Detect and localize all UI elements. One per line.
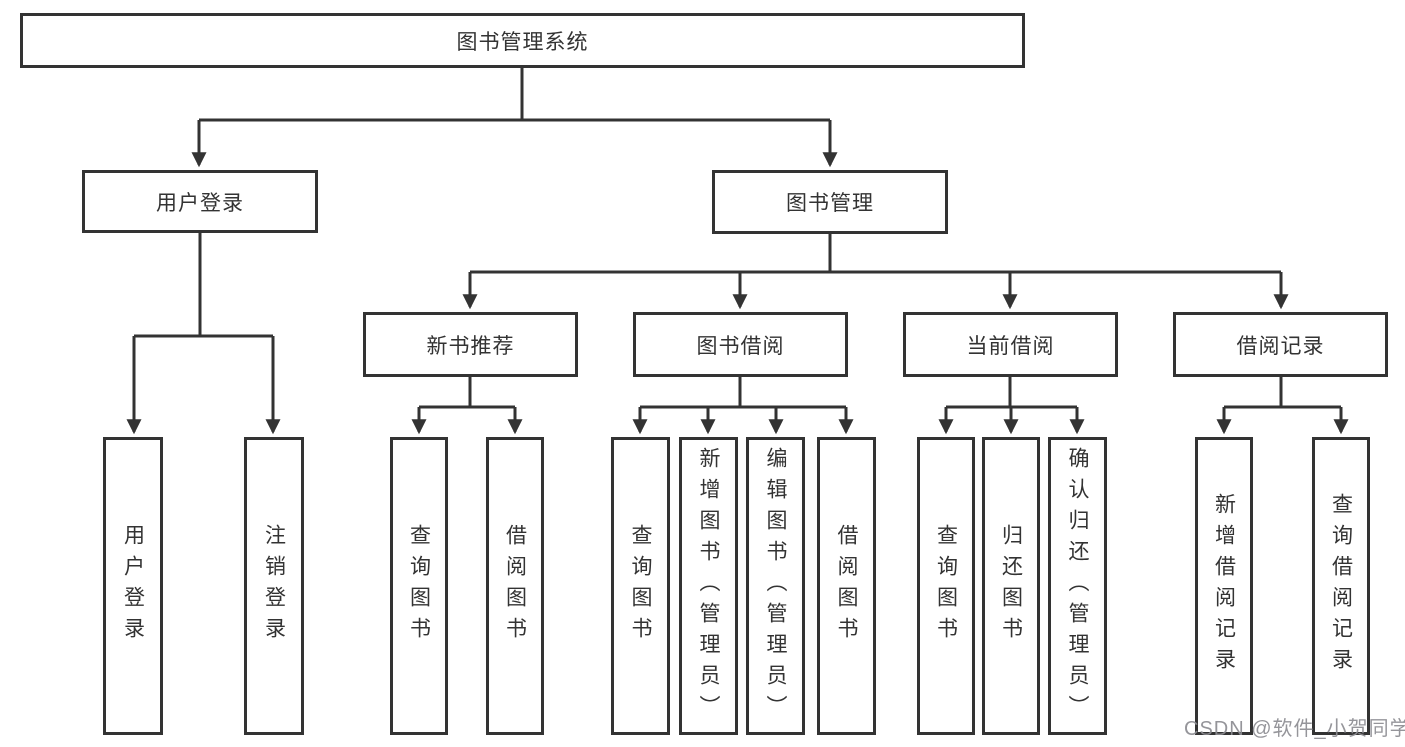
leaf-query-books-borrow: 查询图书 bbox=[611, 437, 670, 735]
leaf-confirm-return-admin: 确认归还（管理员） bbox=[1048, 437, 1107, 735]
leaf-return-books: 归还图书 bbox=[982, 437, 1040, 735]
leaf-add-books-admin-label: 新增图书（管理员） bbox=[697, 446, 720, 726]
node-book-management: 图书管理 bbox=[712, 170, 948, 234]
node-library-system: 图书管理系统 bbox=[20, 13, 1025, 68]
leaf-confirm-return-admin-label: 确认归还（管理员） bbox=[1066, 446, 1089, 726]
leaf-query-books-recommend: 查询图书 bbox=[390, 437, 448, 735]
leaf-logout: 注销登录 bbox=[244, 437, 304, 735]
watermark: CSDN @软件_小贺同学 bbox=[1184, 718, 1405, 740]
leaf-query-books-borrow-label: 查询图书 bbox=[629, 524, 652, 648]
leaf-user-login: 用户登录 bbox=[103, 437, 163, 735]
leaf-borrow-books: 借阅图书 bbox=[817, 437, 876, 735]
leaf-borrow-books-recommend: 借阅图书 bbox=[486, 437, 544, 735]
node-borrow-records-label: 借阅记录 bbox=[1236, 334, 1325, 358]
node-book-borrow: 图书借阅 bbox=[633, 312, 848, 377]
leaf-edit-books-admin-label: 编辑图书（管理员） bbox=[764, 446, 787, 726]
leaf-query-borrow-record: 查询借阅记录 bbox=[1312, 437, 1370, 735]
node-borrow-records: 借阅记录 bbox=[1173, 312, 1388, 377]
leaf-add-borrow-record-label: 新增借阅记录 bbox=[1212, 493, 1236, 679]
node-user-login-branch: 用户登录 bbox=[82, 170, 318, 233]
leaf-user-login-label: 用户登录 bbox=[121, 524, 145, 648]
leaf-logout-label: 注销登录 bbox=[262, 524, 286, 648]
leaf-borrow-books-label: 借阅图书 bbox=[835, 524, 858, 648]
leaf-query-books-current: 查询图书 bbox=[917, 437, 975, 735]
leaf-borrow-books-recommend-label: 借阅图书 bbox=[503, 524, 527, 648]
node-new-book-recommend-label: 新书推荐 bbox=[426, 334, 515, 358]
node-current-borrow: 当前借阅 bbox=[903, 312, 1118, 377]
leaf-add-books-admin: 新增图书（管理员） bbox=[679, 437, 738, 735]
leaf-return-books-label: 归还图书 bbox=[999, 524, 1023, 648]
leaf-edit-books-admin: 编辑图书（管理员） bbox=[746, 437, 805, 735]
leaf-add-borrow-record: 新增借阅记录 bbox=[1195, 437, 1253, 735]
node-book-management-label: 图书管理 bbox=[786, 192, 874, 215]
node-new-book-recommend: 新书推荐 bbox=[363, 312, 578, 377]
node-user-login-branch-label: 用户登录 bbox=[156, 191, 244, 215]
leaf-query-books-recommend-label: 查询图书 bbox=[407, 524, 431, 648]
node-library-system-label: 图书管理系统 bbox=[456, 30, 589, 54]
node-current-borrow-label: 当前借阅 bbox=[966, 334, 1055, 358]
node-book-borrow-label: 图书借阅 bbox=[696, 334, 785, 358]
leaf-query-books-current-label: 查询图书 bbox=[934, 524, 958, 648]
leaf-query-borrow-record-label: 查询借阅记录 bbox=[1329, 493, 1353, 679]
